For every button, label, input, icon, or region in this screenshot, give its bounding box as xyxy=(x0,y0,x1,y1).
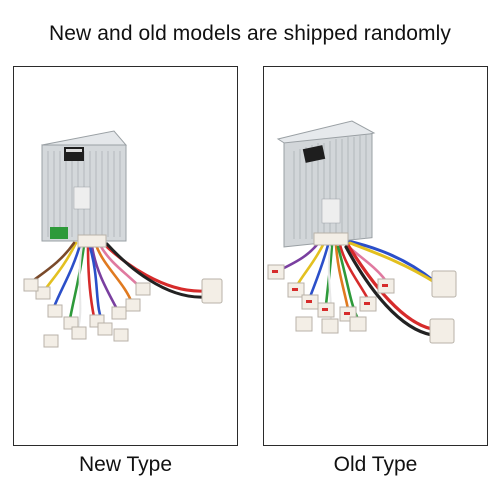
old-type-caption: Old Type xyxy=(333,453,418,476)
old-type-photo-frame xyxy=(263,66,488,446)
new-type-controller-image xyxy=(23,130,223,348)
new-type-caption: New Type xyxy=(79,453,172,476)
new-type-photo-frame xyxy=(13,66,238,446)
headline: New and old models are shipped randomly xyxy=(49,22,451,45)
old-type-controller-image xyxy=(267,120,457,344)
